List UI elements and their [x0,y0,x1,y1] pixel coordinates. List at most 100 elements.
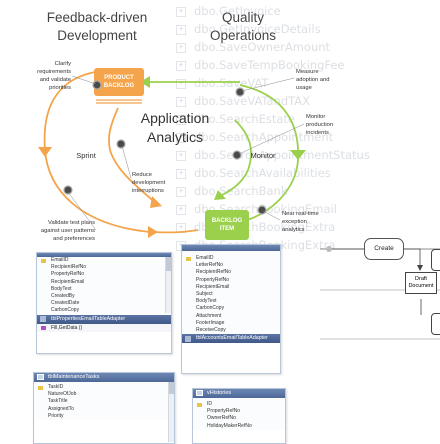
measure-line-2: adoption and [296,77,330,83]
expand-icon[interactable]: + [176,97,186,107]
expand-icon[interactable]: + [176,7,186,17]
table-field-row[interactable]: Subject [182,291,280,298]
table-field-row[interactable]: OwnerRefNo [193,415,285,422]
reduce-line-1: Reduce [132,172,152,178]
expand-icon[interactable]: + [176,79,186,89]
field-name: NatureOfJob [48,391,77,398]
properties-email-adapter[interactable]: tblPropertiesEmailTableAdapter [37,314,171,324]
procedure-name: dbo.GetInvoice [194,4,281,18]
clarify-line-4: priorities [49,85,71,91]
expand-icon[interactable]: + [176,205,186,215]
key-icon [41,258,46,263]
right-node-stub [431,249,440,271]
field-name: ID [207,401,212,407]
validate-line-3: and preferences [53,236,95,242]
realtime-line-1: Near real-time [282,211,319,217]
fill-getdata-method[interactable]: Fill,GetData () [37,323,171,332]
expand-icon[interactable]: + [176,61,186,71]
clarify-line-2: requirements [37,69,71,75]
procedure-list-item[interactable]: +dbo.SaveTempBookingFee [176,57,440,75]
expand-icon[interactable]: + [176,115,186,125]
maintenance-table-title: tblMaintenanceTasks [48,374,100,380]
table-field-row[interactable]: PropertyRefNo [182,277,280,284]
table-field-row[interactable]: LetterRefNo [182,262,280,269]
procedure-list-item[interactable]: +dbo.SaveVATandTAX [176,93,440,111]
table-field-row[interactable]: CreatedDate [37,300,171,307]
table-field-row[interactable]: PropertyRefNo [193,408,285,415]
accounts-email-adapter[interactable]: tblAccountsEmailTableAdapter [182,334,280,344]
green-arrow-top [140,76,150,88]
table-field-row[interactable]: NatureOfJob [34,391,174,398]
monitor-incidents-1: Monitor [306,114,325,120]
table-field-row[interactable]: Priority [34,413,174,420]
monitor-incidents-3: incidents [306,130,329,136]
item-label: ITEM [220,226,234,232]
backlog-item-label: BACKLOG [212,218,243,224]
table-field-row[interactable]: CarbonCopy [182,305,280,312]
table-field-row[interactable]: CarbonCopy [37,307,171,314]
title-feedback: Feedback-driven [47,10,148,25]
table-field-row[interactable]: TaskTitle [34,398,174,405]
table-field-row[interactable]: RecipientEmail [37,279,171,286]
procedure-list-item[interactable]: +dbo.SaveVAT [176,75,440,93]
table-field-row[interactable]: ID [193,401,285,408]
histories-table-title: vHistories [207,390,232,396]
procedure-name: dbo.SearchEstate [194,112,295,126]
table-field-row[interactable]: FooterImage [182,320,280,327]
table-field-row[interactable]: RecipientRefNo [182,269,280,276]
table-field-row[interactable]: AssignedTo [34,406,174,413]
field-name: BodyText [51,285,72,292]
table-field-row[interactable]: RecipientRefNo [37,264,171,271]
field-name: BodyText [196,298,217,305]
field-name: PropertyRefNo [51,271,85,278]
expand-icon[interactable]: + [176,43,186,53]
key-icon [197,402,202,407]
validate-line-1: Validate test plans [48,220,95,226]
table-field-row[interactable]: HolidayMakerRefNo [193,423,285,430]
table-field-row[interactable]: BodyText [37,286,171,293]
table-field-row[interactable]: PropertyRefNo [37,271,171,278]
realtime-line-3: analytics [282,227,305,233]
field-name: Priority [48,412,64,419]
procedure-list-item[interactable]: +dbo.SaveOwnerAmount [176,39,440,57]
devops-cycle-diagram: Feedback-driven Development Quality Oper… [37,10,333,242]
reduce-line-3: interruptions [132,188,164,194]
procedure-list-item[interactable]: +dbo.GetInvoiceDetails [176,21,440,39]
node-dot-1 [92,80,102,90]
expand-icon[interactable]: + [176,187,186,197]
table-field-row[interactable]: BodyText [182,298,280,305]
procedure-list-item[interactable]: +dbo.SearchAppointment [176,129,440,147]
green-arrow-inner [214,190,226,200]
expand-icon[interactable]: + [176,151,186,161]
create-node[interactable]: Create [364,238,404,260]
table-field-row[interactable]: CreatedBy [37,293,171,300]
field-name: PropertyRefNo [207,408,241,415]
expand-icon[interactable]: + [176,169,186,179]
table-field-row[interactable]: TaskID [34,384,174,391]
procedure-list-item[interactable]: + dbo.GetInvoice [176,3,440,21]
field-name: ReceiveCopy [196,326,226,333]
procedure-list-item[interactable]: + dbo.SearchEstate [176,111,440,129]
table-field-row[interactable]: EmailID [37,257,171,264]
table-field-row[interactable]: ReceiveCopy [182,327,280,334]
accounts-adapter-label: tblAccountsEmailTableAdapter [196,335,268,342]
measure-line-3: usage [296,85,312,91]
table-field-row[interactable]: EmailID [182,255,280,262]
field-name: CreatedDate [51,300,80,307]
field-name: RecipientEmail [196,283,230,290]
backlog-item-box[interactable]: BACKLOG ITEM [205,210,249,240]
product-backlog-box[interactable]: PRODUCT BACKLOG [94,68,144,104]
table-field-row[interactable]: Attachment [182,313,280,320]
field-name: LetterRefNo [196,262,223,269]
clarify-line-1: Clarify [55,61,72,67]
table-field-row[interactable]: RecipientEmail [182,284,280,291]
field-name: EmailID [51,257,69,263]
expand-icon[interactable]: + [176,25,186,35]
key-icon [186,256,191,261]
expand-icon[interactable]: + [176,133,186,143]
draft-document-node[interactable]: Draft Document [405,272,437,294]
